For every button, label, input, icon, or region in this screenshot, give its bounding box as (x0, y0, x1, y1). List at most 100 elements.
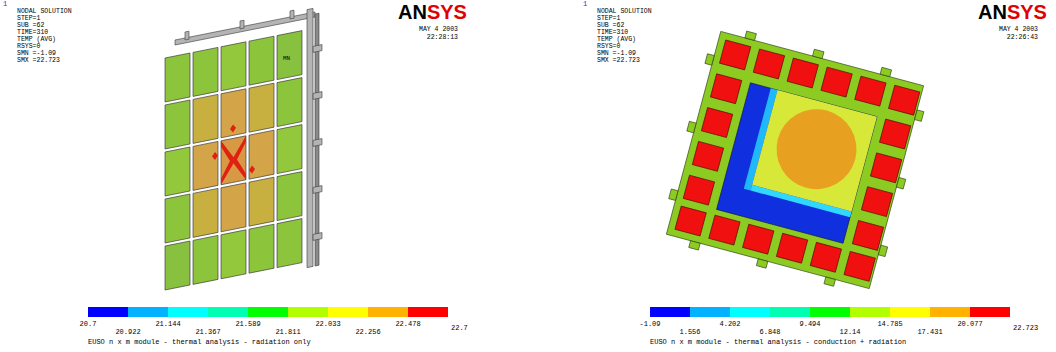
detector-panel (249, 177, 274, 226)
color-bar (288, 307, 328, 317)
plot-info: STEP=1 (17, 16, 40, 23)
color-bar (128, 307, 168, 317)
hot-spot (221, 136, 246, 185)
detector-panel (165, 147, 190, 196)
board-frame (824, 277, 835, 286)
hot-module (701, 108, 732, 138)
hot-module (709, 215, 740, 245)
hot-module (683, 175, 714, 205)
detector-panel (165, 194, 190, 243)
color-bar (770, 307, 810, 317)
plot-time: 22:26:43 (1007, 35, 1038, 42)
support-frame (307, 8, 313, 267)
color-bar (88, 307, 128, 317)
support-frame (313, 45, 322, 53)
detector-panel (193, 188, 218, 237)
hot-spot (212, 151, 218, 160)
board-frame (689, 241, 700, 250)
plot-info: SMN =-1.09 (597, 51, 636, 58)
plot-info: TIME=310 (17, 30, 48, 37)
detector-panel (277, 78, 302, 127)
detector-panel (221, 183, 246, 232)
hot-module (776, 233, 807, 263)
hot-module (879, 119, 910, 149)
board-frame (915, 110, 924, 121)
hot-spot (249, 165, 255, 174)
color-bar (890, 307, 930, 317)
scale-value: 20.922 (115, 329, 140, 336)
module-board (658, 23, 932, 297)
board-frame (880, 67, 891, 76)
plot-info: SMX =22.723 (597, 58, 640, 65)
detector-panel (277, 219, 302, 268)
hot-module (787, 58, 818, 88)
cold-plate (717, 83, 877, 243)
board-frame (687, 121, 696, 132)
hot-spot (212, 120, 255, 187)
detector-panel (221, 136, 246, 185)
window-number: 1 (3, 1, 7, 8)
plot-caption: EUSO n x m module - thermal analysis - r… (88, 339, 311, 346)
hot-module (743, 224, 774, 254)
detector-panel (277, 125, 302, 174)
board-frame (813, 49, 824, 58)
plot-info: SMN =-1.09 (17, 51, 56, 58)
plot-info: TIME=310 (597, 30, 628, 37)
detector-panel (249, 36, 274, 85)
plot-time: 22:28:13 (427, 35, 458, 42)
scale-value: 6.848 (759, 329, 780, 336)
color-bar (88, 307, 448, 317)
support-frame (313, 92, 322, 100)
scale-value: 12.14 (839, 329, 860, 336)
scale-value: 20.077 (957, 321, 982, 328)
scale-value: 22.033 (315, 321, 340, 328)
hot-module (861, 187, 892, 217)
plot-info: TEMP (AVG) (17, 37, 56, 44)
scale-value: -1.09 (639, 321, 660, 328)
detector-panel (221, 42, 246, 91)
scale-value: 22.256 (355, 329, 380, 336)
hot-module (753, 49, 784, 79)
plot-date: MAY 4 2003 (999, 27, 1038, 34)
plot-info: STEP=1 (597, 16, 620, 23)
hot-module (710, 74, 741, 104)
color-bar (208, 307, 248, 317)
hot-module (870, 153, 901, 183)
support-frame (313, 139, 322, 147)
detector-panel (193, 47, 218, 96)
plot-info: RSYS=0 (17, 44, 40, 51)
color-bar (248, 307, 288, 317)
color-bar (650, 307, 690, 317)
support-frame (290, 10, 294, 19)
scale-value: 4.202 (719, 321, 740, 328)
detector-panel (277, 31, 302, 80)
board-frame (658, 23, 932, 297)
color-bar (810, 307, 850, 317)
detector-panel (165, 100, 190, 149)
board-frame (756, 259, 767, 268)
color-bar (970, 307, 1010, 317)
plot-caption: EUSO n x m module - thermal analysis - c… (650, 339, 906, 346)
cold-plate (717, 83, 877, 243)
color-bar (368, 307, 408, 317)
plot-info: NODAL SOLUTION (597, 9, 652, 16)
hot-module (675, 206, 706, 236)
color-bar (328, 307, 368, 317)
color-bar (650, 307, 1010, 317)
logo-text: AN (398, 2, 427, 22)
color-bar (168, 307, 208, 317)
plot-info: SMX =22.723 (17, 58, 60, 65)
hot-module (852, 220, 883, 250)
detector-panel (249, 130, 274, 179)
plot-info: SUB =62 (17, 23, 44, 30)
color-bar (930, 307, 970, 317)
detector-panel (221, 89, 246, 138)
plot-info: RSYS=0 (597, 44, 620, 51)
scale-value: 21.144 (155, 321, 180, 328)
support-frame (240, 20, 244, 29)
board-frame (705, 54, 714, 65)
panel-array (165, 5, 322, 296)
logo-text: SYS (427, 2, 467, 22)
